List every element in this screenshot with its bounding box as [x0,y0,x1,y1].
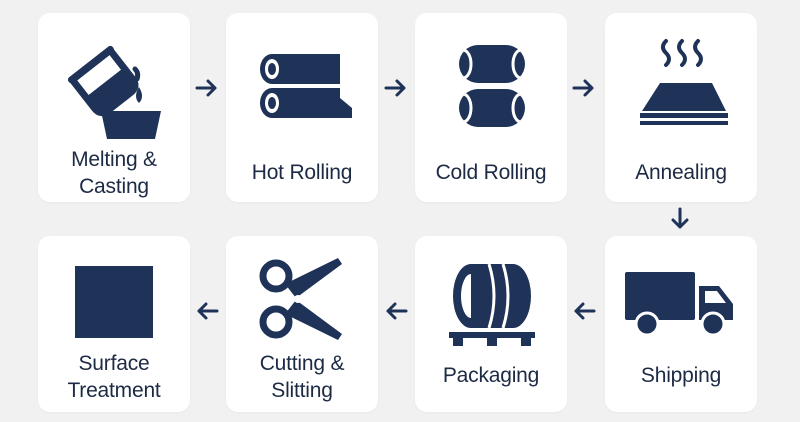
step-label: Cold Rolling [435,161,547,184]
step-card-cutting-slitting: Cutting &Slitting [226,236,378,412]
square-icon [38,266,190,338]
step-label: Shipping [640,364,722,387]
heated-slab-icon [605,37,757,137]
step-card-packaging: Packaging [415,236,567,412]
step-card-shipping: Shipping [605,236,757,412]
arrow-right-icon [568,78,600,98]
arrow-left-icon [191,301,223,321]
step-card-annealing: Annealing [605,13,757,202]
rolling-mill-icon [226,48,378,128]
step-card-hot-rolling: Hot Rolling [226,13,378,202]
truck-icon [605,268,757,340]
step-label: Hot Rolling [251,161,353,184]
coil-on-pallet-icon [415,260,567,350]
step-card-melting-casting: Melting &Casting [38,13,190,202]
step-card-cold-rolling: Cold Rolling [415,13,567,202]
arrow-right-icon [191,78,223,98]
step-label: Cutting &Slitting [259,352,345,402]
step-label: Packaging [442,364,540,387]
arrow-left-icon [380,301,412,321]
pouring-ladle-icon [38,43,190,143]
scissors-icon [226,256,378,346]
arrow-right-icon [380,78,412,98]
arrow-down-icon [665,206,695,232]
step-label: Annealing [635,161,727,184]
stacked-rolls-icon [415,41,567,131]
step-label: Melting &Casting [71,148,157,198]
arrow-left-icon [568,301,600,321]
